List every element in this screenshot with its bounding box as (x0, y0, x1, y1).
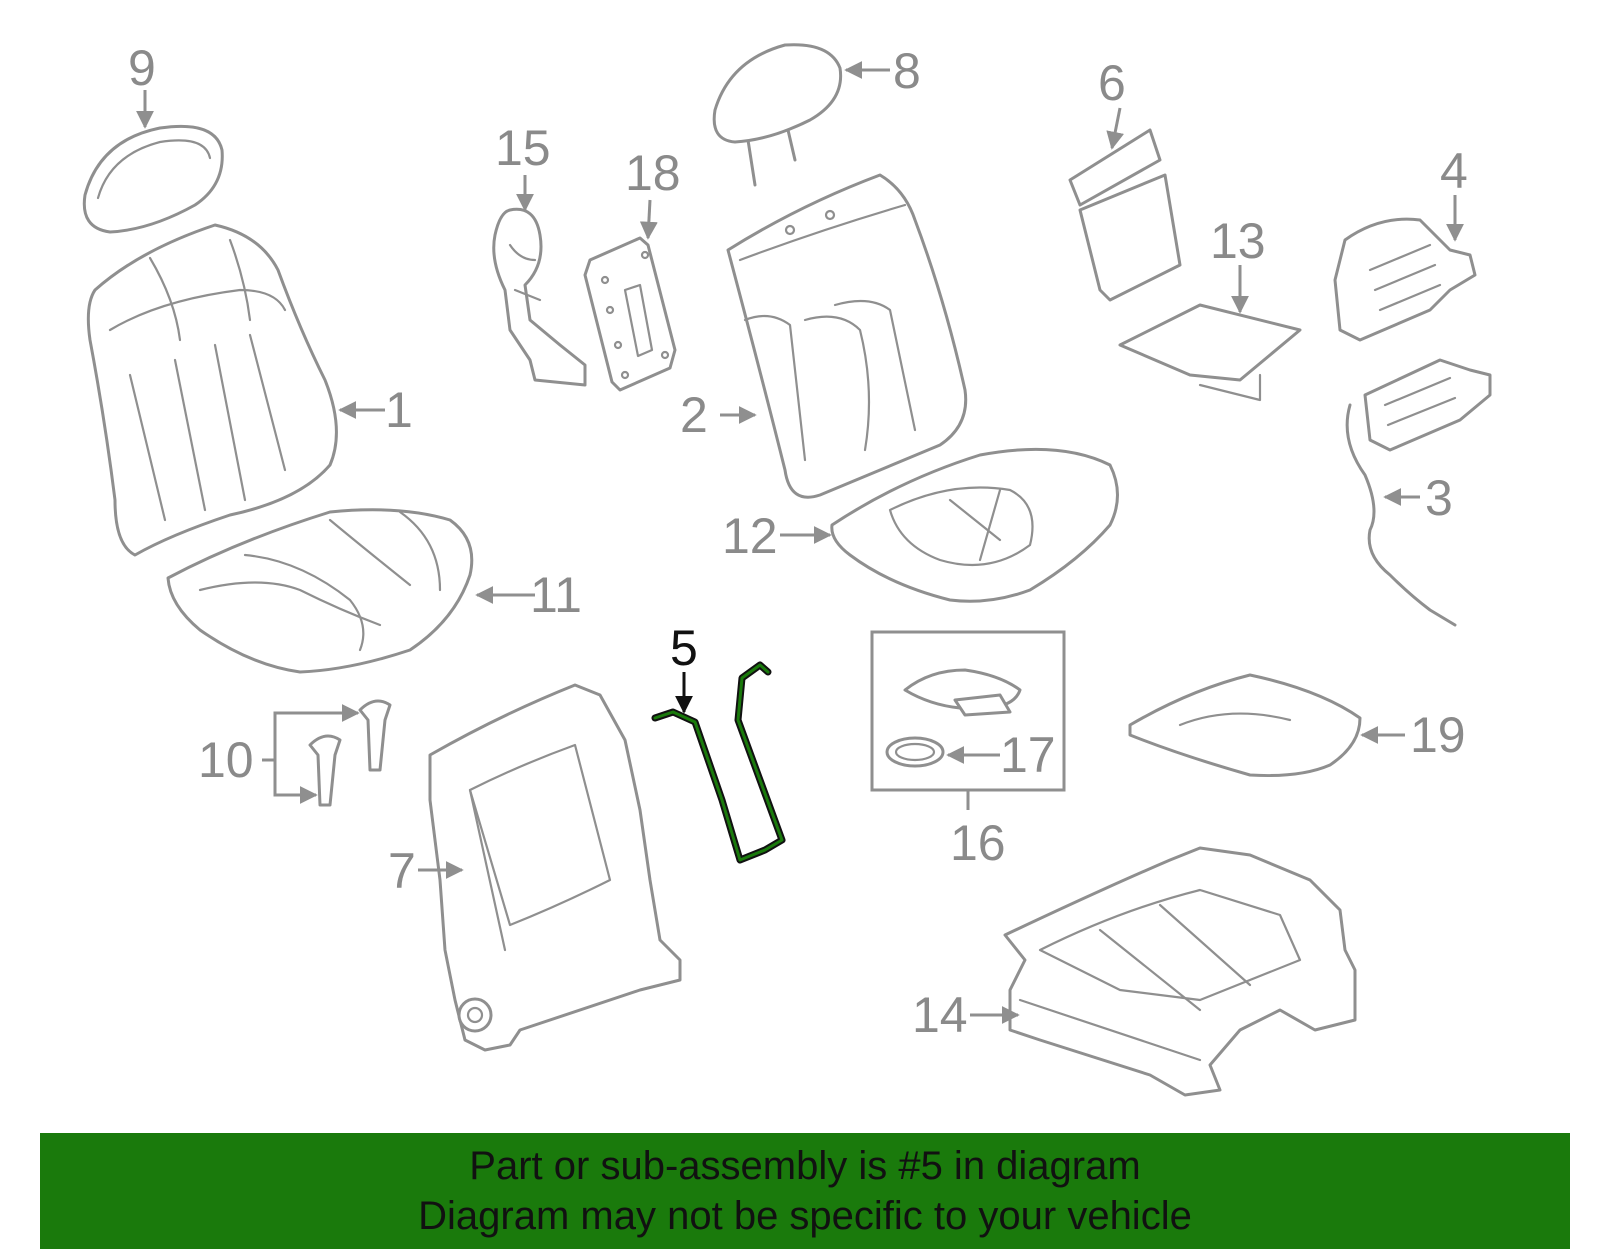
headrest-right (712, 43, 843, 187)
control-module-upper (1333, 217, 1477, 342)
callout-11: 11 (530, 567, 582, 623)
callout-2: 2 (680, 387, 708, 443)
seat-back-frame (428, 683, 682, 1052)
kit-box (870, 630, 1066, 810)
part-5-wire (651, 661, 786, 864)
heating-pad (1118, 303, 1302, 402)
control-module-lower (1345, 358, 1492, 627)
callout-9: 9 (128, 40, 156, 96)
callout-17: 17 (1000, 727, 1056, 783)
callout-4: 4 (1440, 143, 1468, 199)
panel (1068, 128, 1182, 302)
seat-back-cover-right (726, 173, 968, 499)
callout-14: 14 (912, 987, 968, 1043)
bracket (492, 207, 587, 387)
callout-8: 8 (893, 43, 921, 99)
callout-15: 15 (495, 120, 551, 176)
plate (583, 236, 677, 392)
info-banner: Part or sub-assembly is #5 in diagram Di… (40, 1133, 1570, 1249)
cushion-pad (1128, 673, 1362, 778)
callout-6: 6 (1098, 55, 1126, 111)
callout-13: 13 (1210, 213, 1266, 269)
seat-cushion-cover-right (830, 447, 1119, 603)
callout-12: 12 (722, 508, 778, 564)
callout-5: 5 (670, 620, 698, 676)
callout-7: 7 (388, 843, 416, 899)
callout-19: 19 (1410, 707, 1466, 763)
seat-track (1003, 846, 1357, 1097)
bolts (308, 699, 392, 807)
callout-16: 16 (950, 815, 1006, 871)
seat-cushion-cover-left (166, 508, 474, 674)
callout-10: 10 (198, 732, 254, 788)
callout-1: 1 (385, 382, 413, 438)
seat-back-cover-left (86, 223, 338, 557)
banner-line-2: Diagram may not be specific to your vehi… (418, 1194, 1192, 1238)
callout-3: 3 (1425, 470, 1453, 526)
headrest-left (82, 124, 224, 234)
banner-line-1: Part or sub-assembly is #5 in diagram (469, 1144, 1141, 1188)
callout-18: 18 (625, 145, 681, 201)
